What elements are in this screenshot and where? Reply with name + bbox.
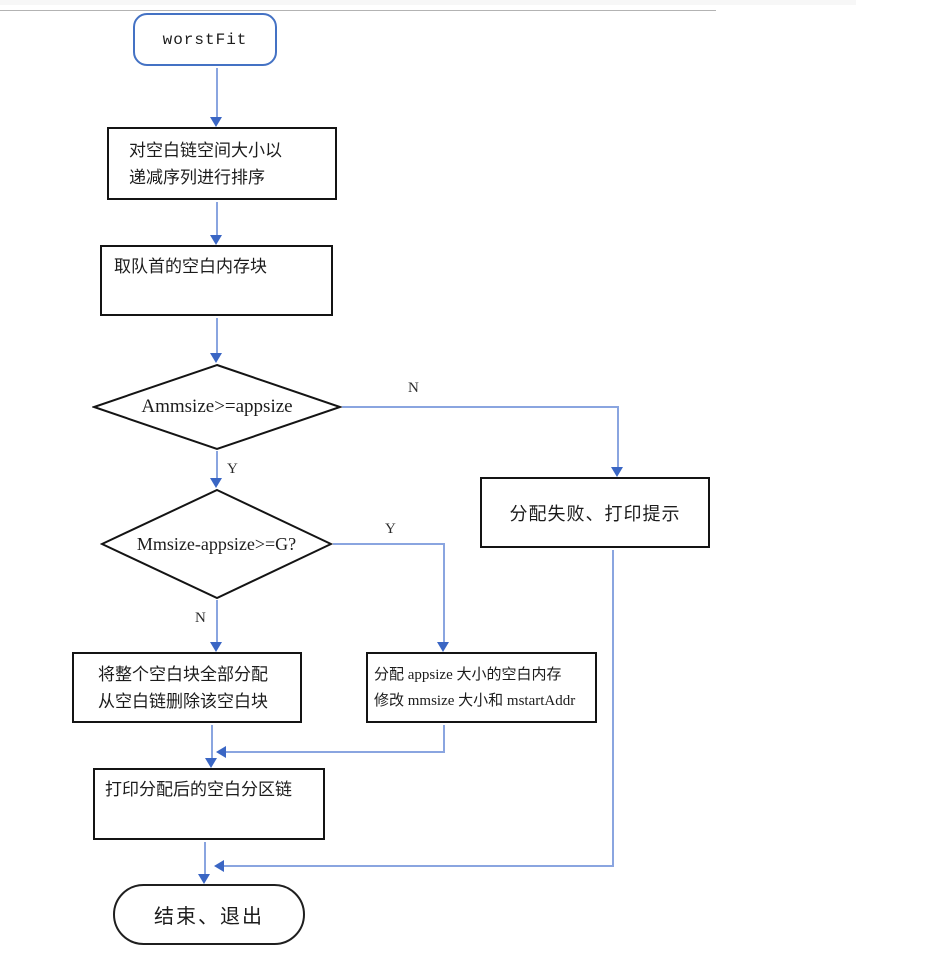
edge-decision1-decision2 [216, 451, 218, 478]
start-terminal: worstFit [133, 13, 277, 66]
edge-allocsplit-merge-h [226, 751, 445, 753]
take-head-process-box: 取队首的空白内存块 [100, 245, 333, 316]
arrowhead-sort [210, 117, 222, 127]
edge-label-no-1: N [408, 380, 419, 396]
edge-decision2-allocsplit-h [333, 543, 445, 545]
edge-takehead-decision1 [216, 318, 218, 353]
arrowhead-merge-print [216, 746, 226, 758]
top-horizontal-rule [0, 10, 716, 11]
end-terminal: 结束、退出 [113, 884, 305, 945]
edge-decision1-fail-v [617, 406, 619, 467]
start-terminal-label: worstFit [162, 30, 248, 49]
alloc-split-line1: 分配 appsize 大小的空白内存 [374, 666, 562, 683]
arrowhead-decision2 [210, 478, 222, 488]
take-head-label: 取队首的空白内存块 [114, 257, 267, 276]
sort-process-box: 对空白链空间大小以 递减序列进行排序 [107, 127, 337, 200]
sort-process-line1: 对空白链空间大小以 [129, 140, 282, 160]
diamond-shape [92, 363, 342, 451]
edge-fail-merge-h [224, 865, 614, 867]
diamond-shape [100, 488, 333, 600]
edge-start-sort [216, 68, 218, 117]
edge-decision2-allocsplit-v [443, 543, 445, 642]
alloc-whole-line2: 从空白链删除该空白块 [98, 691, 268, 711]
arrowhead-fail [611, 467, 623, 477]
alloc-split-line2: 修改 mmsize 大小和 mstartAddr [374, 692, 576, 709]
print-chain-process-box: 打印分配后的空白分区链 [93, 768, 325, 840]
end-terminal-label: 结束、退出 [154, 906, 264, 928]
edge-print-end [204, 842, 206, 874]
sort-process-line2: 递减序列进行排序 [129, 167, 265, 187]
decision-threshold-label: Mmsize-appsize>=G? [136, 533, 297, 554]
decision-threshold-diamond: Mmsize-appsize>=G? [100, 488, 333, 600]
arrowhead-end [198, 874, 210, 884]
fail-process-box: 分配失败、打印提示 [480, 477, 710, 548]
alloc-split-process-box: 分配 appsize 大小的空白内存 修改 mmsize 大小和 mstartA… [366, 652, 597, 723]
edge-fail-merge-v [612, 550, 614, 867]
decision-size-diamond: Ammsize>=appsize [92, 363, 342, 451]
arrowhead-allocwhole [210, 642, 222, 652]
arrowhead-merge-end [214, 860, 224, 872]
edge-sort-takehead [216, 202, 218, 235]
arrowhead-allocsplit [437, 642, 449, 652]
edge-decision1-fail-h [342, 406, 619, 408]
edge-label-yes-2: Y [385, 521, 396, 537]
fail-label: 分配失败、打印提示 [509, 503, 681, 524]
edge-label-no-2: N [195, 610, 206, 626]
arrowhead-print [205, 758, 217, 768]
top-gray-band [0, 0, 856, 5]
edge-allocwhole-print [211, 725, 213, 758]
arrowhead-decision1 [210, 353, 222, 363]
edge-decision2-allocwhole [216, 600, 218, 642]
edge-allocsplit-merge-v [443, 725, 445, 753]
alloc-whole-line1: 将整个空白块全部分配 [98, 664, 268, 684]
arrowhead-takehead [210, 235, 222, 245]
alloc-whole-process-box: 将整个空白块全部分配 从空白链删除该空白块 [72, 652, 302, 723]
edge-label-yes-1: Y [227, 461, 238, 477]
decision-size-label: Ammsize>=appsize [141, 396, 293, 417]
print-chain-label: 打印分配后的空白分区链 [105, 780, 292, 799]
